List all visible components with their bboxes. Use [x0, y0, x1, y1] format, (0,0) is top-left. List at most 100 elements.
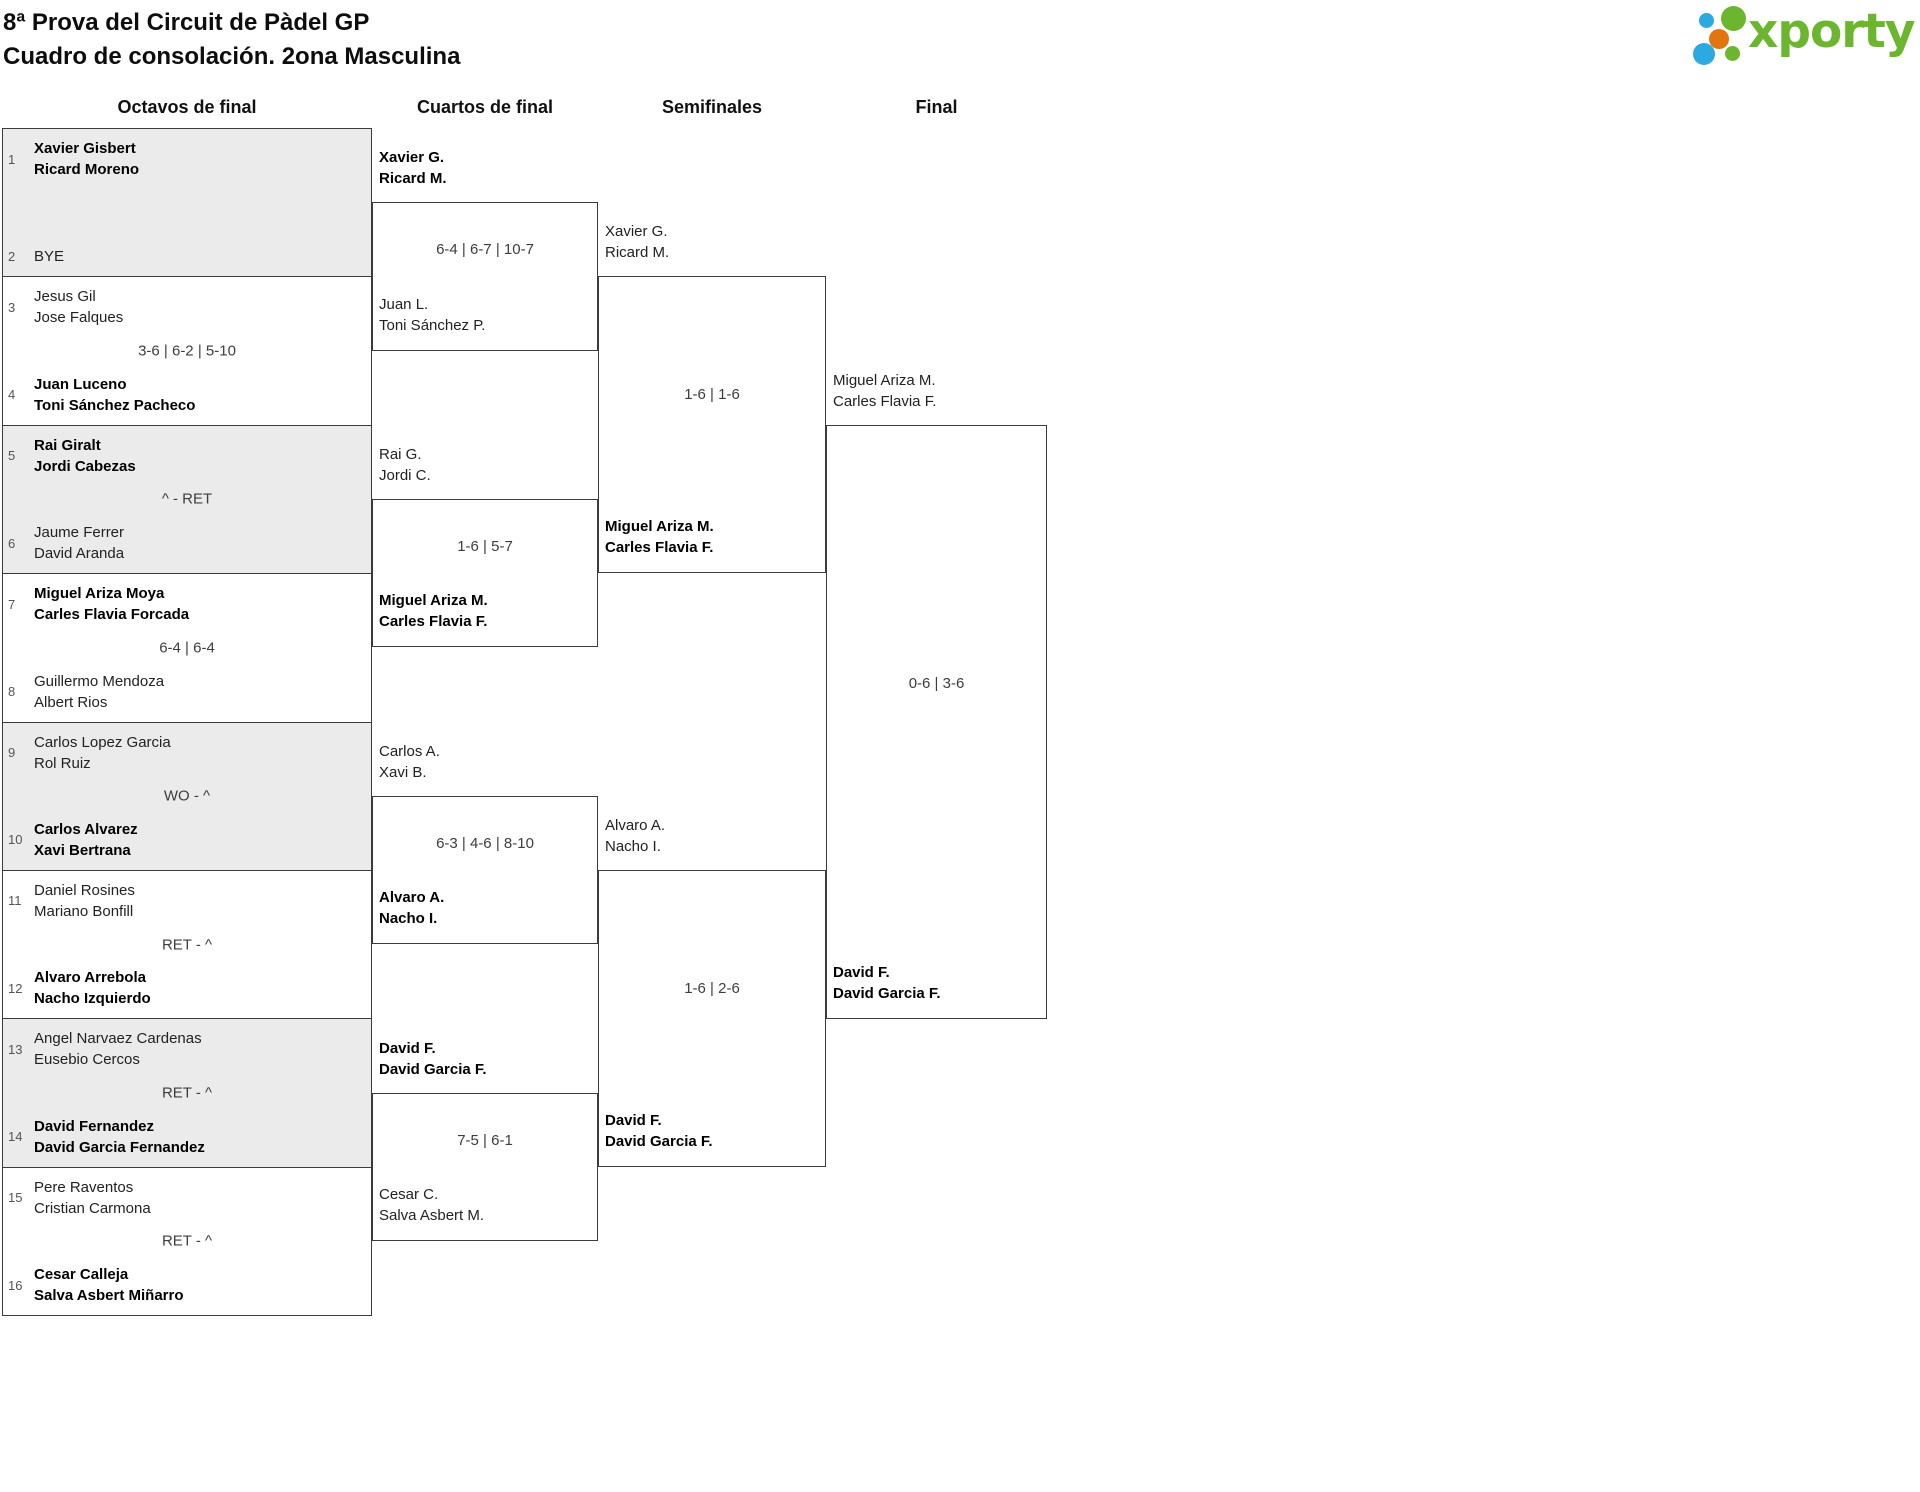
team-slot: 1 Xavier Gisbert Ricard Moreno: [8, 138, 366, 180]
r16-match-2: 3 Jesus Gil Jose Falques 3-6 | 6-2 | 5-1…: [3, 277, 371, 426]
team-name: David Fernandez David Garcia Fernandez: [34, 1116, 205, 1158]
seed-number: 7: [8, 596, 16, 612]
team-name: Xavier Gisbert Ricard Moreno: [34, 138, 139, 180]
player-2: Rol Ruiz: [34, 754, 91, 772]
match-score: RET - ^: [161, 1232, 213, 1250]
player-2: Ricard Moreno: [34, 161, 140, 178]
player-2: Salva Asbert M.: [379, 1207, 485, 1224]
advancing-team-top: David F. David Garcia F.: [379, 1038, 487, 1080]
player-2: Eusebio Cercos: [34, 1051, 140, 1069]
team-name: Miguel Ariza Moya Carles Flavia Forcada: [34, 583, 189, 625]
player-1: Daniel Rosines: [34, 881, 135, 899]
player-1: Xavier G.: [379, 149, 445, 166]
bracket-subtitle: Cuadro de consolación. 2ona Masculina: [3, 43, 461, 70]
team-slot: 8 Guillermo Mendoza Albert Rios: [8, 671, 366, 713]
seed-number: 14: [8, 1129, 23, 1145]
team-slot: 3 Jesus Gil Jose Falques: [8, 286, 366, 328]
player-1: Carlos Alvarez: [34, 820, 138, 838]
advancing-team-bottom: Cesar C. Salva Asbert M.: [379, 1184, 484, 1226]
sf-match-2: Alvaro A. Nacho I. 1-6 | 2-6 David F. Da…: [598, 817, 826, 1167]
logo-wordmark: xporty: [1748, 4, 1916, 59]
player-1: Alvaro A.: [605, 817, 666, 834]
team-slot: 6 Jaume Ferrer David Aranda: [8, 522, 366, 564]
team-name: Rai Giralt Jordi Cabezas: [34, 435, 136, 477]
player-1: Carlos A.: [379, 743, 440, 760]
match-score: WO - ^: [163, 787, 211, 805]
team-slot: 5 Rai Giralt Jordi Cabezas: [8, 435, 366, 477]
match-score: 3-6 | 6-2 | 5-10: [138, 342, 236, 360]
player-1: Jaume Ferrer: [34, 524, 125, 542]
advancing-team-top: Miguel Ariza M. Carles Flavia F.: [833, 370, 936, 412]
r16-match-5: 9 Carlos Lopez Garcia Rol Ruiz WO - ^ 10…: [3, 722, 371, 871]
team-name: BYE: [34, 246, 64, 267]
player-1: Miguel Ariza M.: [833, 372, 936, 389]
player-2: Salva Asbert Miñarro: [34, 1287, 184, 1304]
advancing-team-bottom: Juan L. Toni Sánchez P.: [379, 294, 485, 336]
team-name: Juan Luceno Toni Sánchez Pacheco: [34, 374, 195, 416]
seed-number: 3: [8, 299, 16, 315]
player-1: David F.: [605, 1112, 662, 1129]
advancing-team-top: Rai G. Jordi C.: [379, 444, 431, 486]
team-slot: 4 Juan Luceno Toni Sánchez Pacheco: [8, 374, 366, 416]
team-name: Alvaro Arrebola Nacho Izquierdo: [34, 967, 151, 1009]
seed-number: 12: [8, 980, 23, 996]
player-2: Ricard M.: [379, 170, 447, 187]
player-2: Toni Sánchez P.: [379, 317, 486, 334]
player-2: David Garcia F.: [379, 1061, 487, 1078]
team-slot: 7 Miguel Ariza Moya Carles Flavia Forcad…: [8, 583, 366, 625]
team-name: Angel Narvaez Cardenas Eusebio Cercos: [34, 1028, 202, 1070]
player-2: Carles Flavia F.: [605, 539, 714, 556]
advancing-team-bottom: Miguel Ariza M. Carles Flavia F.: [605, 516, 714, 558]
seed-number: 2: [8, 249, 16, 265]
match-score: 1-6 | 5-7: [457, 537, 513, 555]
r16-match-4: 7 Miguel Ariza Moya Carles Flavia Forcad…: [3, 574, 371, 723]
advancing-team-bottom: David F. David Garcia F.: [833, 962, 941, 1004]
logo-dot-blue-large-icon: [1693, 43, 1715, 65]
player-2: Jose Falques: [34, 309, 124, 327]
player-1: Rai Giralt: [34, 436, 101, 454]
player-1: David F.: [833, 964, 890, 981]
match-score: 1-6 | 1-6: [684, 386, 740, 404]
final-match: Miguel Ariza M. Carles Flavia F. 0-6 | 3…: [826, 372, 1047, 1019]
player-1: Cesar C.: [379, 1186, 439, 1203]
r16-match-1: 1 Xavier Gisbert Ricard Moreno 2 BYE: [3, 129, 371, 278]
xporty-logo[interactable]: xporty: [1690, 4, 1916, 66]
player-2: Xavi B.: [379, 764, 427, 781]
player-1: Xavier G.: [605, 223, 668, 240]
team-slot: 10 Carlos Alvarez Xavi Bertrana: [8, 819, 366, 861]
round-header-semifinales: Semifinales: [661, 97, 763, 117]
seed-number: 13: [8, 1041, 23, 1057]
player-2: Nacho I.: [379, 910, 438, 927]
player-1: Rai G.: [379, 446, 422, 463]
team-name: Cesar Calleja Salva Asbert Miñarro: [34, 1264, 184, 1306]
player-1: Juan Luceno: [34, 375, 127, 393]
qf-match-3: Carlos A. Xavi B. 6-3 | 4-6 | 8-10 Alvar…: [372, 743, 598, 944]
team-name: Jesus Gil Jose Falques: [34, 286, 123, 328]
player-2: Carles Flavia F.: [379, 613, 488, 630]
player-1: Juan L.: [379, 296, 429, 313]
team-slot: 15 Pere Raventos Cristian Carmona: [8, 1177, 366, 1219]
seed-number: 11: [8, 893, 22, 909]
round-header-final: Final: [915, 97, 958, 117]
seed-number: 10: [8, 832, 23, 848]
player-1: Miguel Ariza M.: [379, 592, 488, 609]
team-name: Carlos Alvarez Xavi Bertrana: [34, 819, 138, 861]
player-1: Alvaro Arrebola: [34, 969, 146, 987]
r16-match-3: 5 Rai Giralt Jordi Cabezas ^ - RET 6 Jau…: [3, 425, 371, 575]
player-2: Jordi Cabezas: [34, 457, 136, 475]
player-2: David Garcia Fernandez: [34, 1138, 205, 1156]
match-score: RET - ^: [161, 1084, 213, 1102]
player-1: Angel Narvaez Cardenas: [34, 1030, 202, 1048]
player-2: Carles Flavia F.: [833, 393, 937, 410]
seed-number: 1: [8, 151, 16, 167]
match-score: 6-4 | 6-4: [159, 639, 215, 657]
player-2: Nacho I.: [605, 838, 661, 855]
player-1: Xavier Gisbert: [34, 140, 136, 157]
player-1: David F.: [379, 1040, 436, 1057]
team-slot: 2 BYE: [8, 246, 366, 267]
logo-dot-green-small-icon: [1725, 46, 1740, 61]
tournament-name: 8ª Prova del Circuit de Pàdel GP: [3, 9, 370, 36]
qf-match-4: David F. David Garcia F. 7-5 | 6-1 Cesar…: [372, 1040, 598, 1241]
player-1: Miguel Ariza Moya: [34, 585, 165, 603]
team-slot: 12 Alvaro Arrebola Nacho Izquierdo: [8, 967, 366, 1009]
